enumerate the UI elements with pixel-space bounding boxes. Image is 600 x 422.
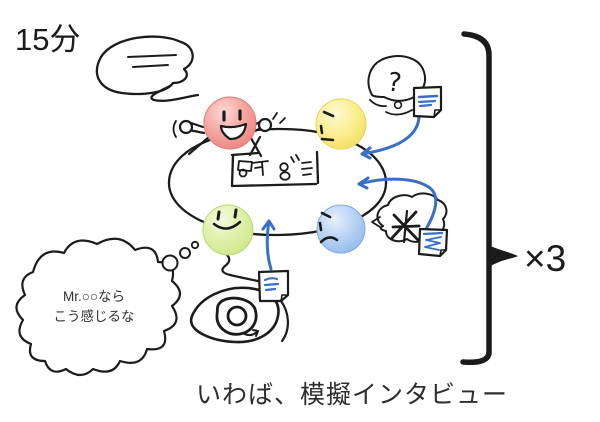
pass-arrow-from-green-note bbox=[261, 219, 276, 271]
microphone-icon-left bbox=[178, 119, 194, 135]
thought-cloud-text: Mr.○○なら こう感じるな bbox=[30, 287, 158, 328]
memo-note-icon-green bbox=[257, 269, 290, 303]
thought-line-1: Mr.○○なら bbox=[62, 289, 126, 304]
duration-label: 15分 bbox=[15, 22, 81, 57]
memo-note-icon-blue bbox=[417, 227, 449, 258]
speech-scribble-icon bbox=[95, 35, 200, 102]
yellow-face bbox=[315, 98, 367, 150]
caption: いわば、模擬インタビュー bbox=[196, 381, 509, 409]
eye-sketch-icon bbox=[189, 252, 289, 344]
red-face bbox=[172, 96, 286, 158]
pass-arrow-from-blue-note bbox=[357, 176, 438, 231]
whiteboard-sketch-icon bbox=[230, 150, 320, 188]
brace-icon bbox=[460, 31, 519, 366]
thought-cloud-icon bbox=[15, 237, 200, 377]
multiplier-label: ×3 bbox=[524, 238, 567, 279]
question-mark: ? bbox=[386, 67, 403, 98]
green-face bbox=[202, 204, 254, 256]
microphone-icon-right bbox=[257, 117, 273, 133]
blue-face bbox=[316, 204, 366, 254]
thought-line-2: こう感じるな bbox=[53, 309, 135, 325]
pass-arrow-from-yellow-note bbox=[360, 115, 421, 160]
memo-note-icon-yellow bbox=[412, 85, 443, 119]
